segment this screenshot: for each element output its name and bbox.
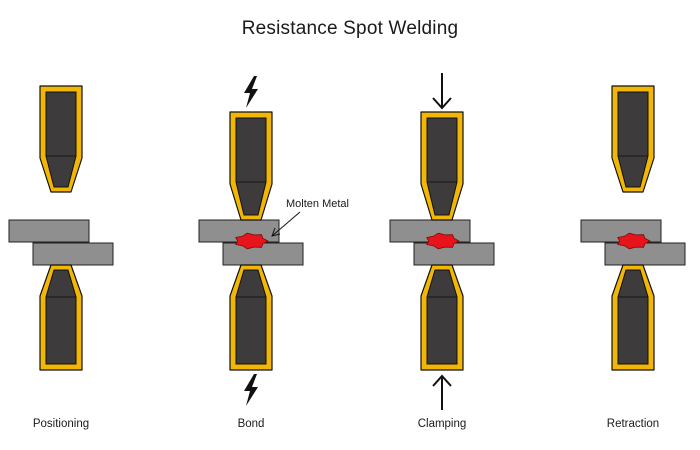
stage-bond	[198, 76, 304, 406]
up-arrow-icon	[432, 374, 452, 410]
arrow-head	[432, 97, 452, 110]
top-electrode	[420, 111, 464, 221]
lightning-bolt-icon	[244, 374, 258, 406]
step-label-clamping: Clamping	[417, 418, 467, 430]
stage-clamping	[389, 73, 495, 410]
stage-retraction	[580, 85, 686, 371]
lower-sheet	[32, 242, 114, 266]
lower-sheet	[222, 242, 304, 266]
electrode-body	[426, 117, 458, 216]
bottom-electrode	[420, 264, 464, 371]
diagram-title: Resistance Spot Welding	[241, 18, 459, 39]
weld-nugget	[617, 232, 651, 250]
top-electrode	[611, 85, 655, 193]
down-arrow-icon	[432, 73, 452, 110]
electrode-body	[235, 269, 267, 365]
bottom-electrode	[39, 264, 83, 371]
bottom-electrode	[229, 264, 273, 371]
step-label-positioning: Positioning	[32, 418, 90, 430]
arrow-head	[432, 374, 452, 387]
electrode-body	[235, 117, 267, 216]
stage-positioning	[8, 85, 114, 371]
annotation-arrowhead	[271, 227, 281, 237]
top-electrode	[229, 111, 273, 221]
bottom-electrode	[611, 264, 655, 371]
electrode-body	[45, 91, 77, 188]
step-label-bond: Bond	[237, 418, 265, 430]
lower-sheet	[413, 242, 495, 266]
weld-nugget	[235, 232, 269, 250]
electrode-body	[617, 269, 649, 365]
annotation-leader	[271, 211, 301, 237]
electrode-body	[45, 269, 77, 365]
electrode-body	[426, 269, 458, 365]
upper-sheet	[8, 219, 90, 243]
weld-nugget	[426, 232, 460, 250]
step-label-retraction: Retraction	[606, 418, 660, 430]
top-electrode	[39, 85, 83, 193]
lightning-bolt-icon	[244, 76, 258, 108]
lower-sheet	[604, 242, 686, 266]
molten-metal-label: Molten Metal	[286, 198, 349, 210]
electrode-body	[617, 91, 649, 188]
